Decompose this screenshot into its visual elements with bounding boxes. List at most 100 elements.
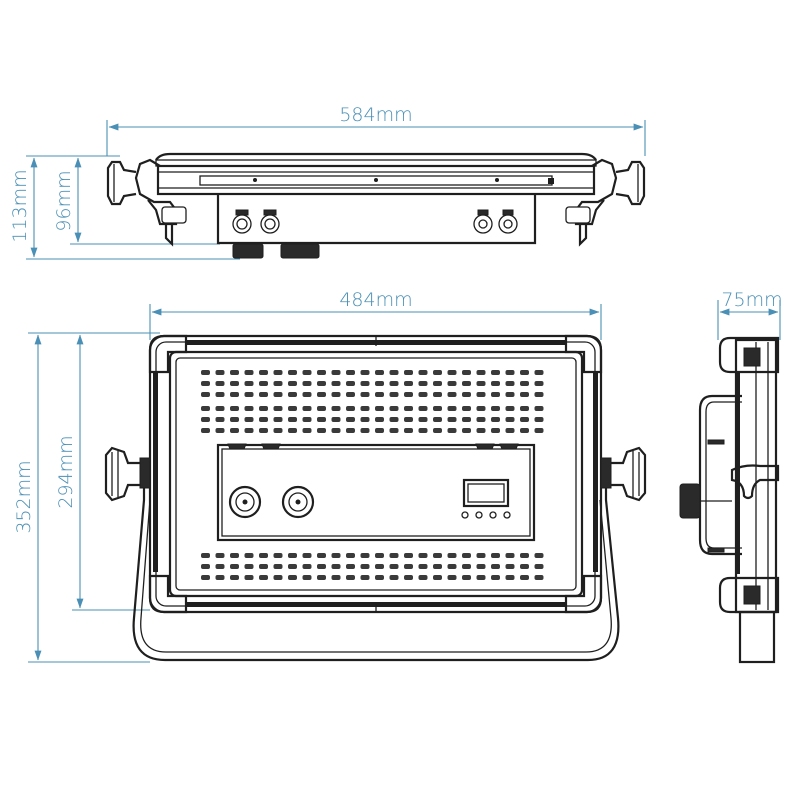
vent-slot <box>244 428 254 433</box>
vent-slot <box>447 417 457 422</box>
vent-slot <box>331 406 341 411</box>
vent-slot <box>346 392 355 397</box>
vent-slot <box>520 392 529 397</box>
vent-slot <box>288 564 297 569</box>
vent-slot <box>462 428 471 433</box>
vent-slot <box>375 392 384 397</box>
vent-slot <box>244 575 254 580</box>
vent-slot <box>215 417 225 422</box>
front-yoke <box>132 480 620 662</box>
vent-slot <box>476 553 486 558</box>
vent-slot <box>259 370 268 375</box>
vent-slot <box>491 417 500 422</box>
vent-slot <box>331 417 341 422</box>
vent-slot <box>346 381 355 386</box>
vent-slot <box>447 564 457 569</box>
vent-slot <box>230 575 239 580</box>
vent-slot <box>433 553 442 558</box>
vent-slot <box>302 564 312 569</box>
vent-slot <box>201 428 210 433</box>
vent-slot <box>244 406 254 411</box>
vent-slot <box>259 575 268 580</box>
vent-slot <box>491 392 500 397</box>
vent-slot <box>462 381 471 386</box>
enter-button <box>503 511 511 519</box>
vent-slot <box>230 406 239 411</box>
vent-slot <box>360 392 370 397</box>
vent-slot <box>447 428 457 433</box>
vent-slot <box>317 392 326 397</box>
vent-slot <box>317 575 326 580</box>
vent-slot <box>317 370 326 375</box>
vent-slot <box>447 406 457 411</box>
vent-slot <box>317 428 326 433</box>
display-screen <box>462 478 510 508</box>
dim-front-body-height: 294mm <box>55 334 150 611</box>
vent-slot <box>259 381 268 386</box>
vent-slot <box>317 406 326 411</box>
vent-slot <box>288 428 297 433</box>
vent-slot <box>259 417 268 422</box>
dim-front-total-height: 352mm <box>13 332 160 663</box>
vent-slot <box>534 564 544 569</box>
vent-slot <box>201 370 210 375</box>
vent-slot <box>331 381 341 386</box>
vent-slot <box>346 428 355 433</box>
vent-slot <box>360 406 370 411</box>
vent-slot <box>273 417 283 422</box>
vent-slot <box>302 553 312 558</box>
vent-slot <box>491 564 500 569</box>
vent-slot <box>346 575 355 580</box>
vent-slot <box>418 553 428 558</box>
vent-slot <box>520 381 529 386</box>
vent-slot <box>302 406 312 411</box>
vent-slot <box>331 428 341 433</box>
vent-slot <box>476 575 486 580</box>
vent-slot <box>360 428 370 433</box>
vent-slot <box>302 575 312 580</box>
top-width-label: 584mm <box>339 104 412 126</box>
vent-slot <box>491 575 500 580</box>
power-in-connector <box>228 485 262 519</box>
front-view: 484mm 352mm 294mm <box>13 289 647 663</box>
vent-slot <box>418 428 428 433</box>
vent-slot <box>346 406 355 411</box>
vent-slot <box>534 553 544 558</box>
vent-slot <box>346 370 355 375</box>
vent-slot <box>404 406 413 411</box>
vent-slot <box>244 564 254 569</box>
vent-slot <box>404 553 413 558</box>
vent-slot <box>476 564 486 569</box>
vent-slot <box>201 406 210 411</box>
vent-slot <box>230 428 239 433</box>
vent-slot <box>418 381 428 386</box>
vent-slot <box>360 575 370 580</box>
vent-slot <box>201 392 210 397</box>
vent-slot <box>331 553 341 558</box>
vent-slot <box>505 553 515 558</box>
vent-slot <box>360 417 370 422</box>
side-yoke <box>698 394 742 556</box>
vent-slot <box>375 575 384 580</box>
vent-slot <box>288 406 297 411</box>
vent-slot <box>273 553 283 558</box>
vent-slot <box>288 575 297 580</box>
vent-slot <box>288 370 297 375</box>
dim-side-depth: 75mm <box>717 289 783 340</box>
vent-slot <box>433 564 442 569</box>
front-width-label: 484mm <box>339 289 412 311</box>
vent-slot <box>476 381 486 386</box>
vent-slot <box>259 392 268 397</box>
vent-slot <box>302 417 312 422</box>
vent-slot <box>476 392 486 397</box>
vent-slot <box>389 564 399 569</box>
vent-slot <box>288 417 297 422</box>
vent-slot <box>534 406 544 411</box>
vent-slot <box>302 370 312 375</box>
down-button <box>489 511 497 519</box>
vent-slot <box>244 553 254 558</box>
side-depth-label: 75mm <box>721 289 782 311</box>
vent-slot <box>230 392 239 397</box>
vent-slot <box>317 564 326 569</box>
vent-slot <box>244 392 254 397</box>
